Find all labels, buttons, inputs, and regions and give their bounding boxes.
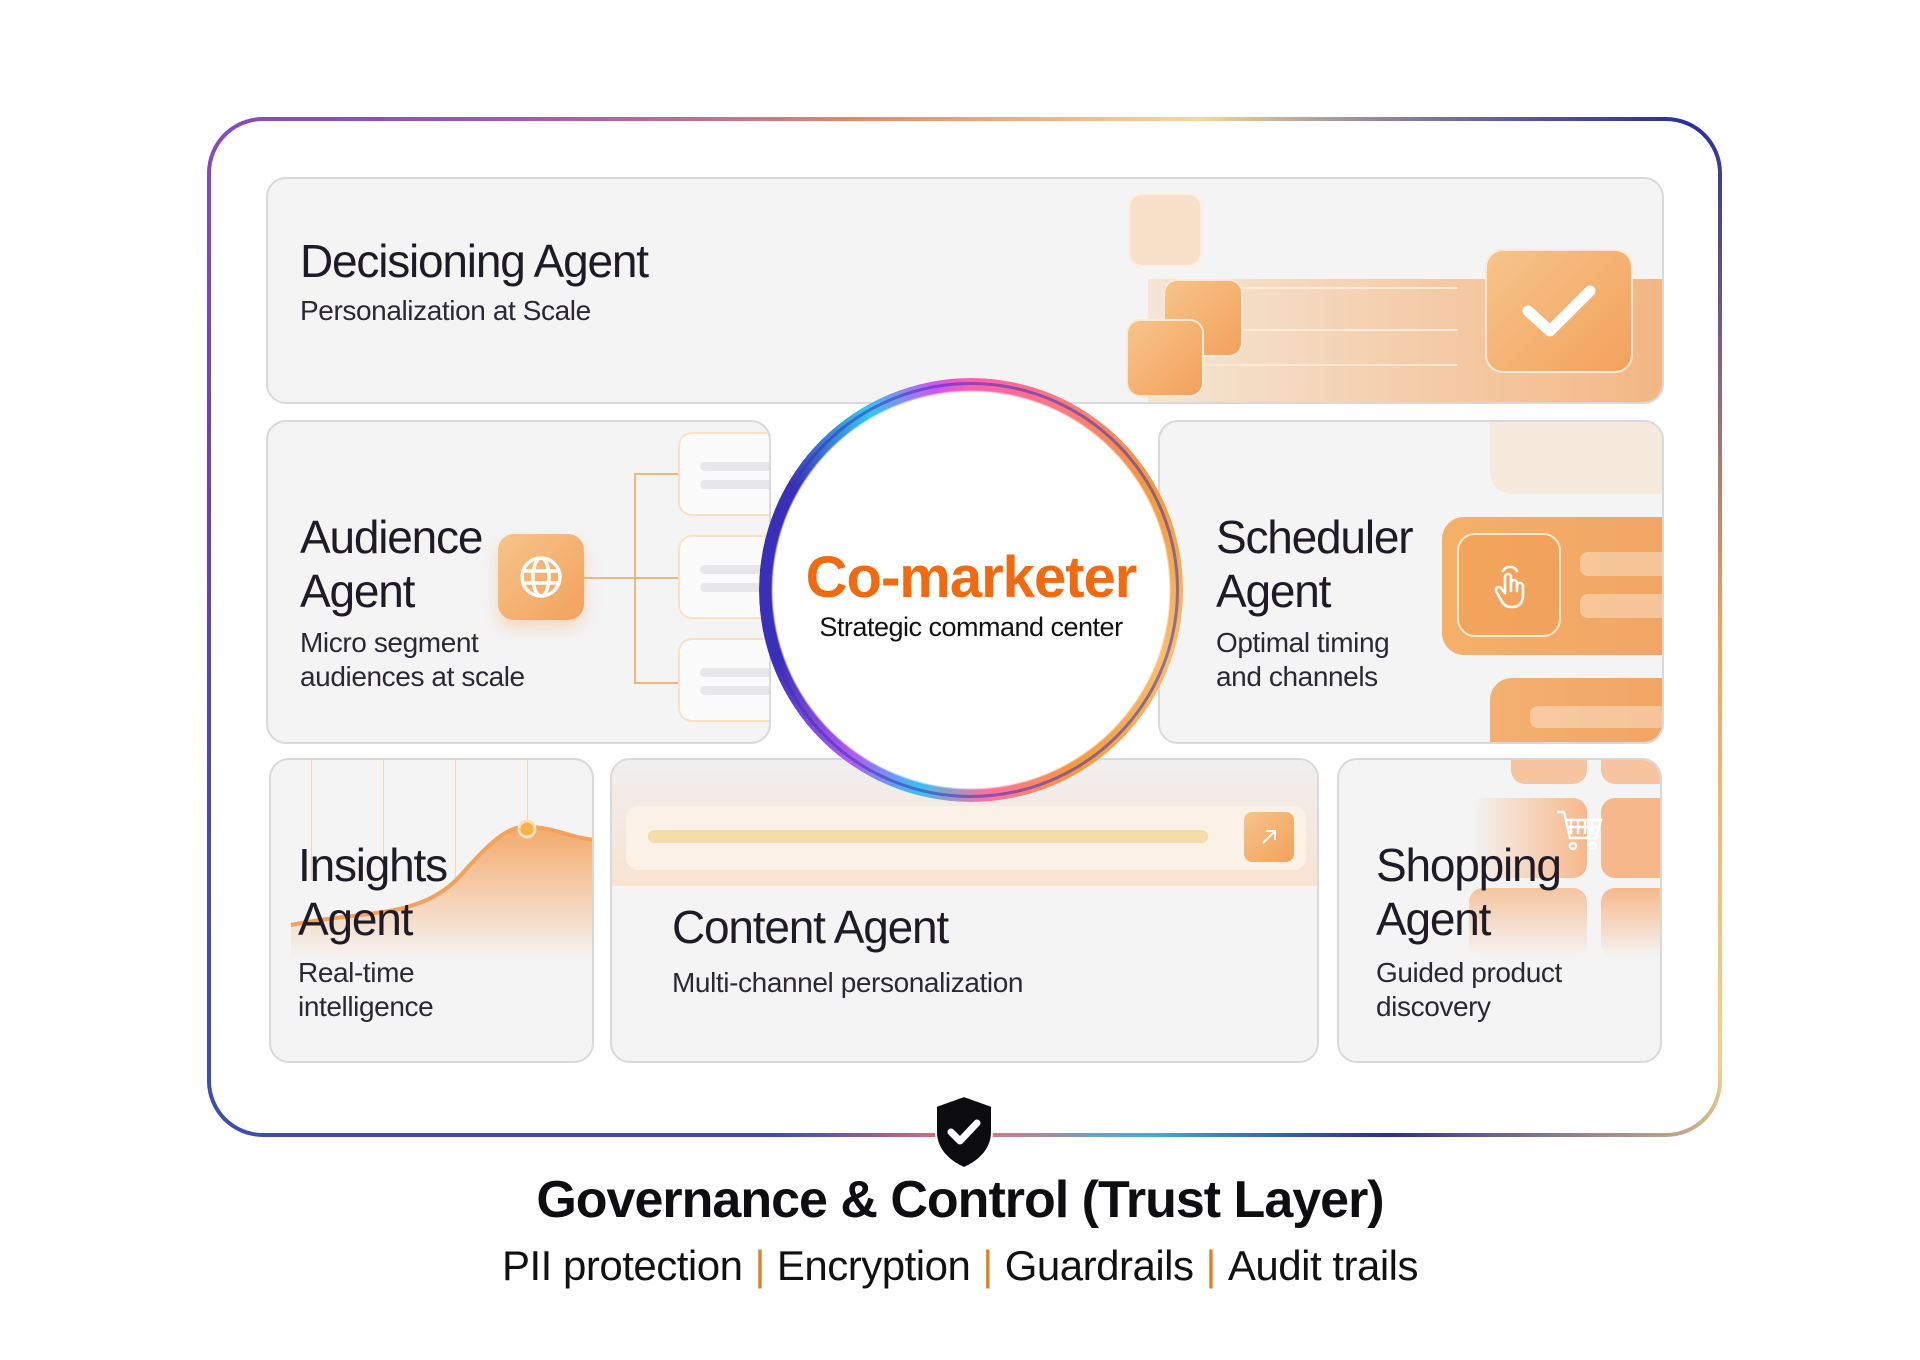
governance-item: Encryption [776,1242,971,1289]
decisioning-agent-card[interactable]: Decisioning Agent Personalization at Sca… [266,177,1664,404]
insights-title-line2: Agent [298,893,413,945]
content-subtitle: Multi-channel personalization [672,967,1024,998]
globe-icon [498,534,584,620]
governance-items: PII protection|Encryption|Guardrails|Aud… [0,1242,1920,1290]
separator: | [1205,1242,1217,1289]
tap-hand-icon [1457,533,1561,637]
shopping-title-line2: Agent [1376,893,1491,945]
scheduler-title-line1: Scheduler [1216,511,1414,563]
insights-title-line1: Insights [298,839,448,891]
scheduler-subtitle-line1: Optimal timing [1216,627,1390,658]
hub-tagline: Strategic command center [819,612,1123,642]
decisioning-title: Decisioning Agent [300,235,649,287]
shopping-agent-card[interactable]: Shopping Agent Guided product discovery [1337,758,1662,1063]
audience-subtitle-line1: Micro segment [300,627,479,658]
shopping-subtitle-line2: discovery [1376,991,1491,1022]
audience-subtitle-line2: audiences at scale [300,661,525,692]
content-title: Content Agent [672,901,949,953]
governance-item: Guardrails [1004,1242,1194,1289]
governance-item: PII protection [502,1242,743,1289]
shopping-title-line1: Shopping [1376,839,1562,891]
separator: | [754,1242,765,1289]
content-agent-card[interactable]: Content Agent Multi-channel personalizat… [610,758,1319,1063]
audience-agent-card[interactable]: Audience Agent Micro segment audiences a… [266,420,771,744]
shopping-subtitle-line1: Guided product [1376,957,1562,988]
check-icon [1485,249,1633,373]
co-marketer-hub[interactable]: Co-marketer Strategic command center [759,378,1183,802]
insights-agent-card[interactable]: Insights Agent Real-time intelligence [269,758,594,1063]
governance-item: Audit trails [1227,1242,1419,1289]
scheduler-agent-card[interactable]: Scheduler Agent Optimal timing and chann… [1158,420,1664,744]
decisioning-subtitle: Personalization at Scale [300,295,591,326]
audience-title-line1: Audience [300,511,483,563]
cart-icon [1551,800,1611,860]
insights-subtitle-line1: Real-time [298,957,415,988]
separator: | [982,1242,993,1289]
scheduler-subtitle-line2: and channels [1216,661,1378,692]
hub-brand: Co-marketer [805,545,1138,610]
shield-check-icon [932,1094,996,1170]
insights-subtitle-line2: intelligence [298,991,434,1022]
arrow-up-right-icon[interactable] [1244,812,1294,862]
audience-title-line2: Agent [300,565,415,617]
governance-title: Governance & Control (Trust Layer) [536,1171,1384,1229]
scheduler-title-line2: Agent [1216,565,1331,617]
